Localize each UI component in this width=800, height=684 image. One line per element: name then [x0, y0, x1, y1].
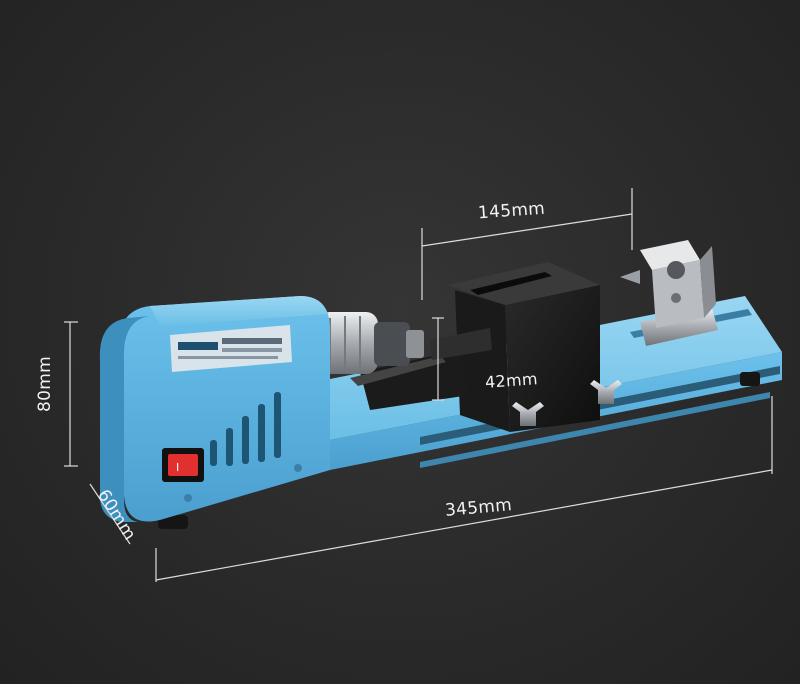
motor-housing — [99, 296, 330, 522]
rubber-feet — [158, 372, 760, 529]
svg-text:I: I — [176, 461, 179, 474]
tool-rest — [350, 262, 600, 432]
dimension-label-height: 80mm — [35, 356, 55, 412]
dimension-label-tool-rest: 42mm — [484, 369, 539, 392]
vent-slots-icon — [210, 392, 281, 466]
dim-line-145 — [421, 213, 633, 247]
dim-line-345 — [155, 469, 773, 581]
drill-chuck-icon — [318, 312, 424, 374]
rocker-switch-icon: I — [162, 448, 204, 482]
dim-line-60 — [89, 483, 131, 545]
dimension-lines — [64, 188, 773, 582]
wing-nut-icon — [512, 380, 622, 426]
tailstock-icon — [620, 240, 718, 346]
